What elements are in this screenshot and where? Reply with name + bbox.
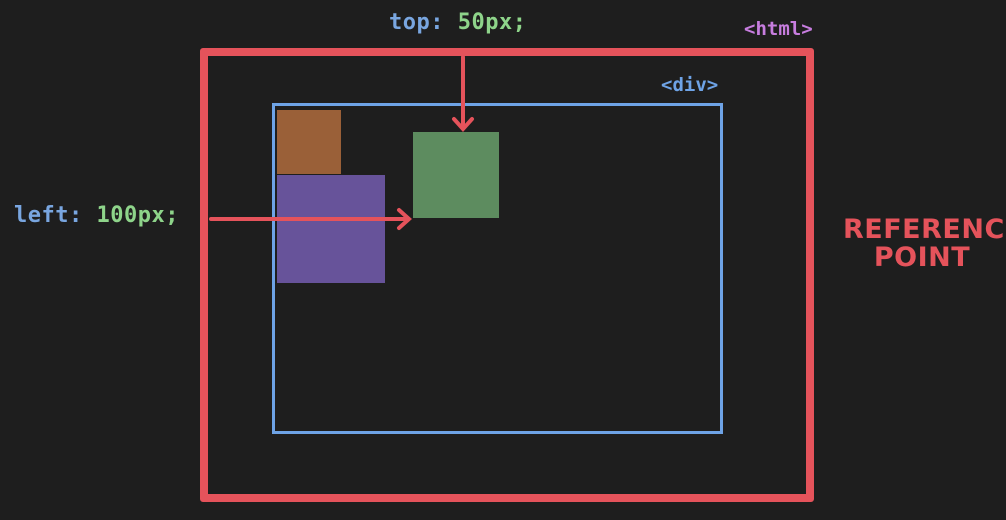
reference-line-1: REFERENCE: [843, 214, 1006, 245]
top-offset-arrow: [452, 55, 474, 132]
top-property-text: top:: [389, 10, 444, 35]
purple-square: [277, 175, 385, 283]
green-positioned-square: [413, 132, 499, 218]
top-value-text: 50px;: [457, 10, 527, 35]
div-tag-label: <div>: [661, 74, 719, 96]
left-value-text: 100px;: [96, 203, 179, 228]
left-offset-arrow: [209, 208, 412, 230]
reference-point-label: REFERENCE POINT: [843, 214, 1006, 273]
left-offset-label: left: 100px;: [14, 203, 179, 228]
div-element-box: [272, 103, 723, 434]
top-offset-label: top: 50px;: [389, 10, 526, 35]
orange-square: [277, 110, 341, 174]
html-element-box: [200, 48, 814, 502]
html-tag-label: <html>: [744, 18, 813, 40]
reference-line-2: POINT: [873, 242, 971, 273]
left-property-text: left:: [14, 203, 83, 228]
